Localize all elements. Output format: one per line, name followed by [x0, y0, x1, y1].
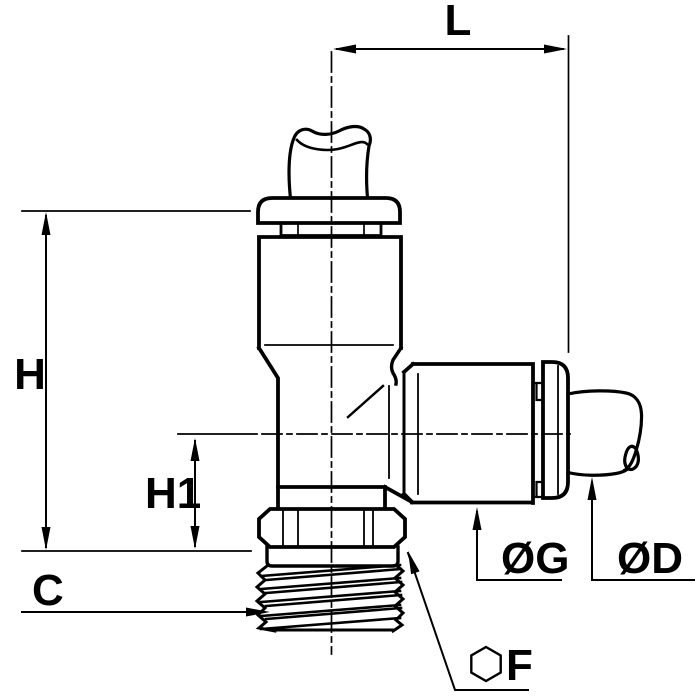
- hexagon-icon: [470, 645, 502, 683]
- arrowhead-right: [544, 44, 567, 54]
- dim-label-F: F: [506, 641, 533, 690]
- arrowhead-up: [41, 212, 51, 235]
- dim-label-OG: ØG: [501, 534, 569, 583]
- arrowhead-left: [333, 44, 356, 54]
- horizontal-tube: [566, 389, 644, 477]
- arrowhead-up: [190, 438, 200, 461]
- thread-shoulder: [265, 545, 400, 568]
- dimension-F: F: [406, 551, 533, 691]
- dim-label-H1: H1: [145, 469, 201, 518]
- side-release-collar: [541, 360, 570, 500]
- vertical-tube: [287, 124, 372, 205]
- dimension-H: H: [14, 210, 252, 552]
- dim-label-H: H: [14, 350, 46, 399]
- hex-nut: [257, 507, 407, 549]
- dimension-L: L: [333, 0, 570, 353]
- centerlines: [177, 51, 571, 655]
- arrowhead-right: [246, 607, 270, 617]
- arrowhead-up-left: [408, 551, 420, 575]
- arrowhead-down: [190, 526, 200, 549]
- dimension-H1: H1: [145, 438, 201, 549]
- dimension-C: C: [21, 566, 270, 617]
- dim-label-L: L: [445, 0, 472, 45]
- arrowhead-down: [41, 527, 51, 550]
- male-thread: [254, 563, 406, 634]
- vertical-release-collar: [256, 196, 402, 237]
- dim-label-OD: ØD: [617, 534, 683, 583]
- dimension-OG: ØG: [472, 507, 569, 583]
- arrowhead-up: [587, 477, 597, 500]
- arrowhead-up: [472, 507, 482, 530]
- dim-label-C: C: [32, 566, 64, 615]
- dimension-OD: ØD: [587, 477, 695, 583]
